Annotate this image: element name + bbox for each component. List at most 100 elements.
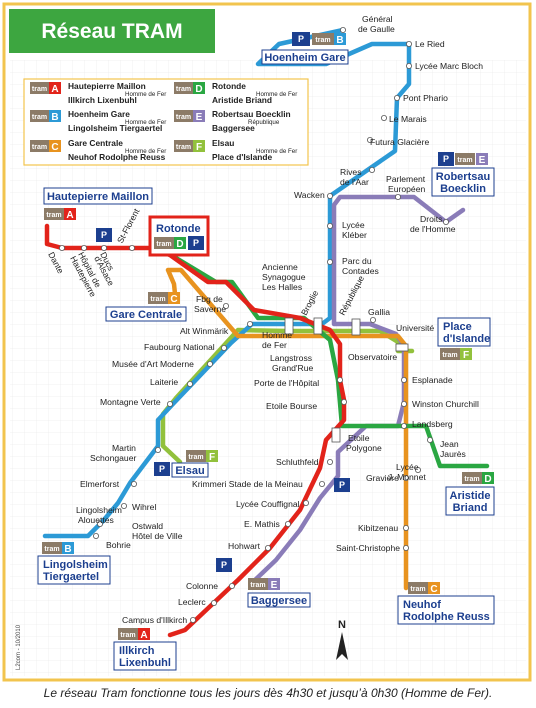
station-graviere: Gravière bbox=[366, 473, 399, 483]
svg-text:Hautepierre Maillon: Hautepierre Maillon bbox=[68, 81, 146, 91]
svg-text:Hoenheim Gare: Hoenheim Gare bbox=[68, 109, 130, 119]
terminus-lingolsheim-tiergaertel: tram B Lingolsheim Tiergaertel bbox=[37, 542, 111, 585]
station-marker-leclerc bbox=[210, 600, 217, 607]
svg-text:tram: tram bbox=[156, 241, 171, 248]
svg-text:D: D bbox=[484, 474, 491, 485]
station-elmerforst: Elmerforst bbox=[80, 479, 120, 489]
terminus-aristide-briand: tram D Aristide Briand bbox=[445, 472, 495, 516]
svg-text:Illkirch Lixenbuhl: Illkirch Lixenbuhl bbox=[68, 95, 137, 105]
svg-text:A: A bbox=[51, 84, 58, 95]
station-marker-le-marais bbox=[380, 115, 387, 122]
station-marker-lycee-couffignal bbox=[302, 499, 309, 506]
svg-text:tram: tram bbox=[410, 586, 425, 593]
station-marker-parlement bbox=[394, 193, 401, 200]
svg-text:tram: tram bbox=[150, 296, 165, 303]
svg-text:tram: tram bbox=[176, 144, 191, 151]
station-marker-rives-aar bbox=[368, 166, 375, 173]
svg-text:A: A bbox=[140, 630, 147, 641]
svg-text:Place: Place bbox=[443, 321, 472, 333]
station-lycee-marc-bloch: Lycée Marc Bloch bbox=[415, 61, 483, 71]
station-rives-aar-1: Rives bbox=[340, 167, 362, 177]
station-etoile-polygone-1: Etoile bbox=[348, 433, 370, 443]
svg-text:P: P bbox=[193, 238, 199, 248]
svg-text:Elsau: Elsau bbox=[212, 138, 234, 148]
station-laiterie: Laiterie bbox=[150, 377, 178, 387]
station-marker-graviere bbox=[402, 474, 409, 481]
terminus-neuhof: tram C Neuhof Rodolphe Reuss bbox=[397, 582, 495, 625]
station-ancienne-1: Ancienne bbox=[262, 262, 298, 272]
svg-text:D: D bbox=[195, 84, 202, 95]
station-marker-droits-homme bbox=[442, 218, 449, 225]
legend-item-b: tram B Hoenheim Gare Homme de Fer Lingol… bbox=[30, 109, 166, 133]
station-bohrie: Bohrie bbox=[106, 540, 131, 550]
station-marker-porte-hopital bbox=[336, 376, 343, 383]
station-marker-wacken bbox=[326, 192, 333, 199]
station-droits-homme-1: Droits bbox=[420, 214, 442, 224]
station-marker-homme-de-fer bbox=[284, 317, 294, 335]
station-esplanade: Esplanade bbox=[412, 375, 453, 385]
station-kibitzenau: Kibitzenau bbox=[358, 523, 398, 533]
legend-item-c: tram C Gare Centrale Homme de Fer Neuhof… bbox=[30, 138, 166, 162]
station-martin-2: Schongauer bbox=[90, 453, 136, 463]
svg-text:E: E bbox=[271, 580, 278, 591]
station-marker-le-ried bbox=[405, 41, 412, 48]
station-lycee-monnet-2: J. Monnet bbox=[388, 472, 426, 482]
svg-text:Baggersee: Baggersee bbox=[251, 595, 307, 607]
north-compass: N bbox=[336, 619, 348, 660]
station-jean-jaures-2: Jaurès bbox=[440, 449, 466, 459]
station-marker-hopital-hautepierre bbox=[81, 244, 88, 251]
svg-text:tram: tram bbox=[176, 114, 191, 121]
station-wacken: Wacken bbox=[294, 190, 325, 200]
station-fbg-saverne-2: Saverne bbox=[194, 304, 226, 314]
station-musee: Musée d'Art Moderne bbox=[112, 359, 194, 369]
svg-text:Tiergaertel: Tiergaertel bbox=[43, 571, 99, 583]
svg-text:tram: tram bbox=[32, 144, 47, 151]
svg-text:F: F bbox=[209, 452, 215, 463]
station-lingol-alouettes-1: Lingolsheim bbox=[76, 505, 122, 515]
svg-text:tram: tram bbox=[46, 212, 61, 219]
svg-text:Hautepierre Maillon: Hautepierre Maillon bbox=[47, 191, 149, 203]
svg-text:tram: tram bbox=[32, 86, 47, 93]
station-marker-ducs-alsace bbox=[101, 244, 108, 251]
svg-text:tram: tram bbox=[457, 157, 472, 164]
svg-text:tram: tram bbox=[188, 454, 203, 461]
station-marker-lycee-kleber bbox=[326, 222, 333, 229]
svg-text:Rotonde: Rotonde bbox=[156, 223, 201, 235]
svg-text:N: N bbox=[338, 619, 346, 631]
terminus-hautepierre-maillon: Hautepierre Maillon tram A bbox=[43, 187, 153, 221]
svg-text:B: B bbox=[64, 544, 71, 555]
station-le-ried: Le Ried bbox=[415, 39, 445, 49]
station-marker-elmerforst bbox=[130, 480, 137, 487]
station-marker-gallia bbox=[369, 316, 376, 323]
station-e-mathis: E. Mathis bbox=[244, 519, 280, 529]
station-jean-jaures-1: Jean bbox=[440, 439, 459, 449]
svg-text:E: E bbox=[479, 155, 486, 166]
svg-text:P: P bbox=[298, 34, 304, 44]
station-winston-churchill: Winston Churchill bbox=[412, 399, 479, 409]
terminus-baggersee: P tram E Baggersee bbox=[216, 558, 311, 608]
station-general-de-gaulle-2: de Gaulle bbox=[358, 24, 395, 34]
station-martin-1: Martin bbox=[112, 443, 136, 453]
station-marker-dante bbox=[59, 244, 66, 251]
svg-text:P: P bbox=[443, 154, 449, 164]
svg-text:Lingolsheim Tiergaertel: Lingolsheim Tiergaertel bbox=[68, 123, 162, 133]
footer-note: Le réseau Tram fonctionne tous les jours… bbox=[43, 686, 493, 700]
station-marker-wihrel bbox=[121, 502, 128, 509]
station-marker-bohrie bbox=[93, 533, 100, 540]
station-ostwald-1: Ostwald bbox=[132, 521, 163, 531]
credit-text: L2com - 10/2010 bbox=[16, 624, 22, 670]
station-marker-parc-contades bbox=[326, 258, 333, 265]
svg-text:Neuhof: Neuhof bbox=[403, 599, 441, 611]
station-parlement-1: Parlement bbox=[386, 174, 426, 184]
terminus-gare-centrale: tram C Gare Centrale bbox=[105, 292, 187, 322]
svg-text:Homme de Fer: Homme de Fer bbox=[125, 91, 166, 98]
station-droits-homme-2: de l'Homme bbox=[410, 224, 456, 234]
svg-text:C: C bbox=[170, 294, 177, 305]
station-marker-faubourg-national bbox=[220, 344, 227, 351]
svg-text:Homme de Fer: Homme de Fer bbox=[125, 148, 166, 155]
svg-text:Homme de Fer: Homme de Fer bbox=[256, 91, 297, 98]
station-campus: Campus d'Illkirch bbox=[122, 615, 187, 625]
station-marker-kibitzenau bbox=[402, 525, 409, 532]
svg-text:P: P bbox=[159, 464, 165, 474]
station-etoile-polygone-2: Polygone bbox=[346, 443, 382, 453]
